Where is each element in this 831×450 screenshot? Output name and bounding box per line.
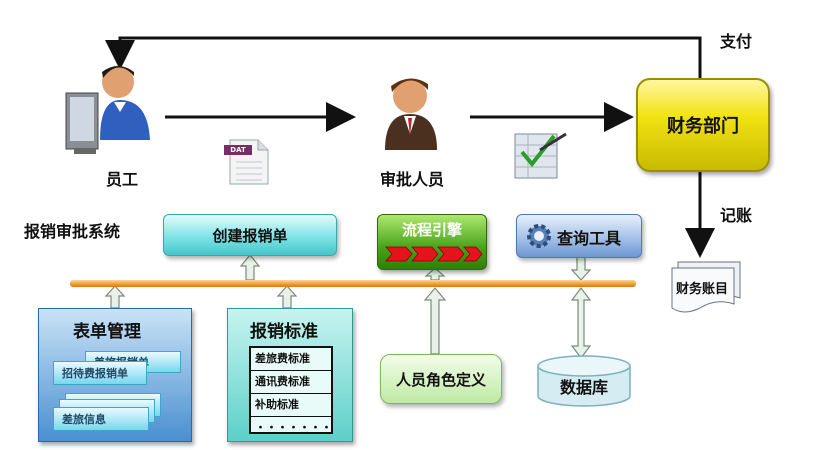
workflow-engine-box: 流程引擎 bbox=[377, 214, 487, 270]
standards-item: 补助标准 bbox=[251, 394, 331, 417]
form-management-label: 表单管理 bbox=[73, 322, 141, 342]
form-card-travel-info: 差旅信息 bbox=[53, 407, 149, 431]
employee-label: 员工 bbox=[106, 170, 139, 189]
system-label: 报销审批系统 bbox=[24, 222, 121, 241]
gear-icon bbox=[527, 224, 551, 248]
form-card-entertainment: 招待费报销单 bbox=[53, 361, 147, 385]
query-tool-label: 查询工具 bbox=[557, 229, 622, 248]
database-label: 数据库 bbox=[560, 378, 609, 397]
standards-list: 差旅费标准 通讯费标准 补助标准 ・・・・・・・ bbox=[249, 346, 333, 434]
pay-arrow bbox=[105, 36, 702, 78]
query-tool-box: 查询工具 bbox=[516, 214, 642, 258]
form-management-box: 表单管理 差旅报销单 招待费报销单 差旅信息 bbox=[38, 308, 192, 442]
flow-arrows-icon bbox=[385, 246, 483, 262]
role-definition-box: 人员角色定义 bbox=[380, 354, 502, 404]
bookkeeping-label: 记账 bbox=[720, 206, 753, 225]
dat-label: DAT bbox=[230, 146, 246, 154]
standards-item: ・・・・・・・ bbox=[255, 421, 332, 434]
ledger-label: 财务账目 bbox=[676, 282, 729, 297]
standards-item: 通讯费标准 bbox=[251, 371, 331, 394]
create-form-box: 创建报销单 bbox=[163, 214, 337, 256]
approver-label: 审批人员 bbox=[380, 170, 445, 189]
pay-label: 支付 bbox=[720, 32, 753, 51]
standards-label: 报销标准 bbox=[250, 322, 318, 342]
bus-arrows bbox=[104, 254, 592, 359]
workflow-engine-label: 流程引擎 bbox=[401, 221, 462, 239]
finance-department-box: 财务部门 bbox=[636, 78, 770, 172]
system-bus bbox=[70, 280, 636, 287]
standards-item: 差旅费标准 bbox=[251, 348, 331, 371]
